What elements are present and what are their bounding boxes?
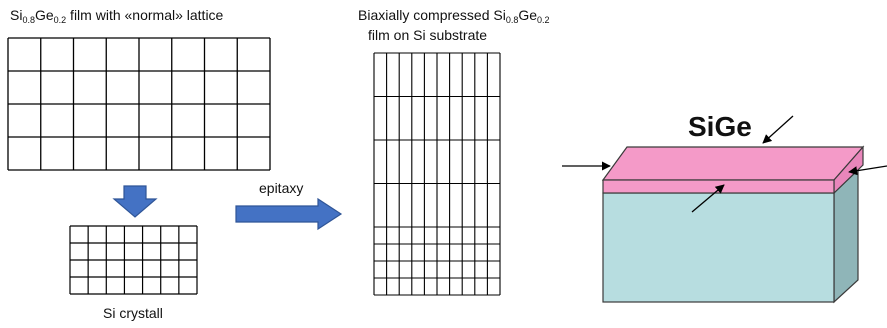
si-sige-block bbox=[601, 145, 865, 304]
sige-normal-lattice bbox=[7, 37, 271, 171]
compression-arrow-icon bbox=[848, 165, 887, 176]
normal-film-label: Si0.8Ge0.2 film with «normal» lattice bbox=[10, 7, 224, 25]
epitaxy-label: epitaxy bbox=[259, 180, 304, 196]
sige-top-face bbox=[601, 146, 865, 181]
compression-arrow-icon bbox=[762, 115, 794, 144]
si-front-face bbox=[602, 192, 835, 303]
si-crystal-label: Si crystall bbox=[103, 305, 163, 321]
sige-front-face bbox=[602, 179, 835, 194]
compression-arrow-icon bbox=[691, 184, 725, 213]
compressed-film-label-line1: Biaxially compressed Si0.8Ge0.2 bbox=[358, 7, 550, 25]
si-substrate-lattice bbox=[373, 226, 501, 296]
right-arrow-icon bbox=[235, 197, 343, 231]
compressed-film-lattice bbox=[373, 52, 501, 228]
compressed-film-label-line2: film on Si substrate bbox=[368, 27, 488, 43]
si-crystal-lattice bbox=[69, 225, 198, 295]
sige-block-label: SiGe bbox=[688, 111, 752, 142]
down-arrow-icon bbox=[112, 185, 158, 218]
